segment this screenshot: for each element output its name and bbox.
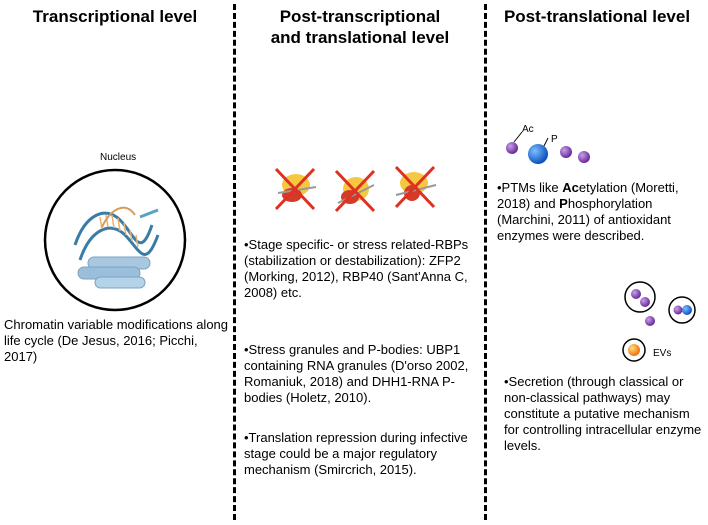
extracellular-vesicles-illustration bbox=[622, 281, 696, 362]
rbp-paragraph: •Stage specific- or stress related-RBPs … bbox=[244, 237, 469, 300]
vesicle-2 bbox=[668, 296, 696, 324]
transcriptional-header: Transcriptional level bbox=[32, 7, 198, 26]
translation-repression-paragraph: •Translation repression during infective… bbox=[244, 430, 468, 477]
vesicle-3 bbox=[622, 338, 646, 362]
ptm-paragraph: •PTMs like Acetylation (Moretti, 2018) a… bbox=[497, 180, 705, 244]
phosphate-molecule-1 bbox=[560, 146, 572, 158]
crossed-rbp-icon-1 bbox=[274, 167, 317, 211]
free-molecule-icon bbox=[645, 316, 655, 326]
vesicle-1 bbox=[624, 281, 656, 313]
stress-granules-paragraph: •Stress granules and P-bodies: UBP1 cont… bbox=[244, 342, 469, 405]
post-transcriptional-header-line2: and translational level bbox=[270, 28, 450, 47]
p-bold: P bbox=[559, 196, 568, 211]
nucleosome-icon bbox=[77, 256, 151, 289]
secretion-paragraph: •Secretion (through classical or non-cla… bbox=[504, 374, 702, 453]
rbp-crossed-icons bbox=[274, 165, 437, 213]
ptm-bullet: •PTMs like bbox=[497, 180, 563, 195]
dna-helix-icon bbox=[73, 206, 160, 261]
p-label: P bbox=[551, 134, 558, 145]
crossed-rbp-icon-3 bbox=[394, 165, 437, 209]
ac-bold: Ac bbox=[562, 180, 579, 195]
nucleus-illustration bbox=[43, 168, 187, 312]
ptm-molecules-illustration bbox=[506, 131, 590, 164]
ac-rest: etylation (Moretti, 2018) and bbox=[497, 180, 679, 211]
divider-right bbox=[484, 4, 487, 520]
crossed-rbp-icon-2 bbox=[334, 169, 376, 213]
transcriptional-text: Chromatin variable modifications along l… bbox=[4, 317, 229, 364]
enzyme-molecule bbox=[528, 144, 548, 164]
phosphate-molecule-2 bbox=[578, 151, 590, 163]
nucleus-label: Nucleus bbox=[100, 152, 137, 163]
divider-left bbox=[233, 4, 236, 520]
evs-label: EVs bbox=[653, 348, 672, 359]
post-transcriptional-header-line1: Post-transcriptional bbox=[279, 7, 441, 26]
ac-label: Ac bbox=[522, 124, 534, 135]
post-translational-header: Post-translational level bbox=[503, 7, 691, 26]
acetyl-molecule bbox=[506, 142, 518, 154]
p-rest: hosphorylation (Marchini, 2011) of antio… bbox=[497, 196, 671, 243]
